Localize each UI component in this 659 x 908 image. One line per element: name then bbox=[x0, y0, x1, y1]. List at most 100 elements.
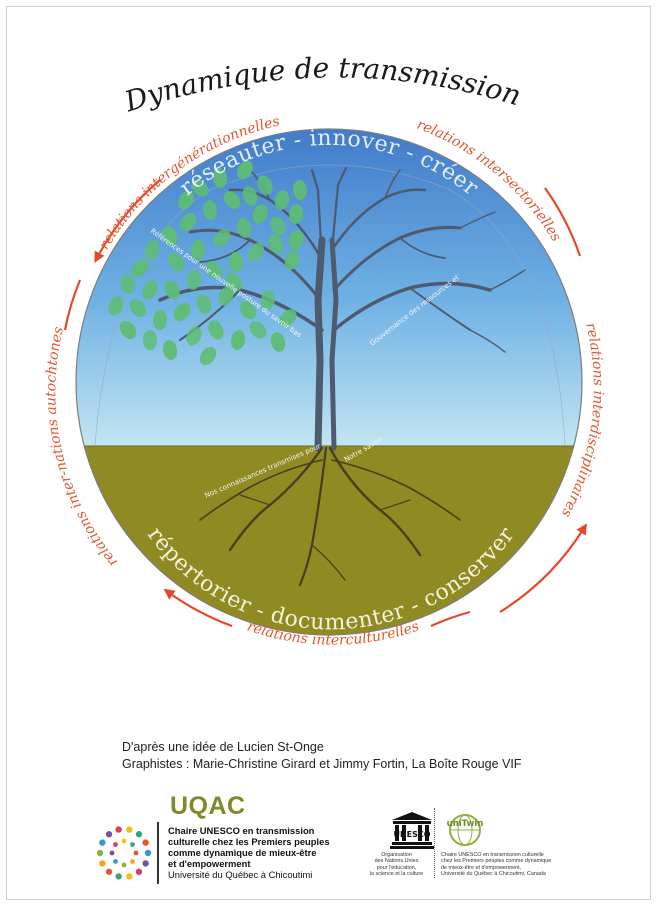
leaf bbox=[270, 216, 286, 236]
ring-arrows bbox=[63, 179, 587, 628]
leaf bbox=[268, 234, 284, 254]
leaf bbox=[205, 261, 223, 279]
leaf bbox=[212, 168, 228, 188]
page-frame bbox=[6, 6, 651, 900]
leaf bbox=[173, 303, 191, 321]
leaf bbox=[186, 270, 202, 290]
uqac-dot bbox=[109, 850, 115, 856]
leaf bbox=[186, 326, 202, 346]
leaf bbox=[247, 242, 265, 262]
unitwin-logo-icon: uniTwin bbox=[447, 814, 484, 846]
leaf bbox=[164, 280, 180, 300]
uqac-dot bbox=[133, 850, 139, 856]
leaf bbox=[202, 200, 218, 220]
leaf bbox=[167, 252, 185, 272]
ring-arrow-bottom-right bbox=[430, 610, 471, 628]
uqac-dot bbox=[135, 831, 143, 838]
uqac-dot bbox=[105, 831, 113, 838]
uqac-dot bbox=[99, 839, 106, 846]
uqac-dot bbox=[135, 868, 143, 875]
unitwin-line-1: Chaire UNESCO en transmission culturelle bbox=[441, 852, 544, 858]
uqac-dot bbox=[142, 839, 149, 846]
ring-arrow-upper-right bbox=[544, 187, 582, 257]
uqac-chair-text: Chaire UNESCO en transmission culturelle… bbox=[168, 825, 330, 880]
circle-border bbox=[75, 128, 583, 636]
unesco-line-4: la science et la culture bbox=[369, 871, 424, 878]
transmission-diagram: Références pour une nouvelle posture du … bbox=[0, 0, 606, 649]
uqac-dot bbox=[115, 873, 122, 880]
credits-line-1: D'après une idée de Lucien St-Onge bbox=[122, 740, 324, 754]
leaf bbox=[196, 294, 212, 314]
unitwin-line-2: chez les Premiers peuples comme dynamiqu… bbox=[441, 858, 552, 865]
leaf bbox=[108, 296, 124, 316]
leaf bbox=[228, 252, 244, 272]
unesco-line-1: Organisation bbox=[381, 852, 412, 858]
leaf bbox=[240, 300, 256, 320]
leaf bbox=[284, 250, 300, 270]
uqac-dot bbox=[113, 842, 118, 847]
leaf bbox=[257, 175, 273, 195]
credits: D'après une idée de Lucien St-Onge Graph… bbox=[122, 739, 521, 773]
unesco-line-3: pour l'éducation, bbox=[376, 864, 417, 871]
leaf bbox=[223, 191, 241, 209]
uqac-line-4: et d'empowerment bbox=[168, 858, 251, 869]
ring-arrow-bottom-left bbox=[163, 588, 233, 628]
uqac-wordmark: UQAC bbox=[170, 792, 246, 820]
leaf bbox=[199, 346, 217, 366]
leaf bbox=[288, 204, 304, 224]
leaf bbox=[144, 240, 160, 260]
leaf bbox=[236, 218, 252, 238]
uqac-dot bbox=[121, 862, 127, 868]
leaf bbox=[270, 332, 286, 352]
unitwin-label: Chaire UNESCO en transmission culturelle… bbox=[441, 852, 576, 878]
uqac-dot bbox=[105, 868, 113, 875]
leaf bbox=[230, 330, 246, 350]
leaf bbox=[213, 229, 231, 247]
uqac-dot bbox=[126, 826, 133, 833]
uqac-divider bbox=[157, 822, 159, 884]
unesco-divider bbox=[434, 808, 435, 878]
leaf bbox=[131, 259, 149, 277]
leaf bbox=[178, 190, 194, 210]
leaf bbox=[208, 320, 224, 340]
leaf bbox=[252, 204, 268, 224]
uqac-dots-logo-icon bbox=[96, 826, 152, 880]
uqac-dot bbox=[115, 826, 122, 833]
leaf bbox=[190, 240, 206, 260]
leaf bbox=[274, 190, 290, 210]
unitwin-wordmark: uniTwin bbox=[447, 819, 484, 829]
leaf bbox=[152, 310, 168, 330]
leaf bbox=[288, 230, 304, 250]
leaves bbox=[108, 160, 308, 366]
leaf bbox=[249, 321, 267, 339]
unitwin-line-4: Université du Québec à Chicoutimi, Canad… bbox=[441, 871, 546, 878]
unesco-line-2: des Nations Unies bbox=[374, 858, 419, 865]
leaf bbox=[143, 330, 157, 350]
unitwin-line-3: de mieux-être et d'empowerment, bbox=[441, 864, 522, 871]
leaf bbox=[162, 340, 178, 360]
leaf bbox=[242, 186, 258, 206]
uqac-dot bbox=[130, 859, 135, 864]
leaf bbox=[142, 280, 158, 300]
diagram-title: Dynamique de transmission bbox=[120, 51, 525, 118]
leaf bbox=[292, 180, 308, 200]
leaf bbox=[191, 179, 209, 197]
uqac-line-5: Université du Québec à Chicoutimi bbox=[168, 869, 313, 880]
leaf bbox=[260, 290, 276, 310]
leaf bbox=[162, 226, 178, 246]
ring-arrow-left bbox=[63, 279, 82, 331]
roots bbox=[199, 446, 461, 587]
leaf bbox=[119, 320, 137, 340]
ring-arrow-upper-left bbox=[94, 179, 161, 263]
leaf bbox=[218, 286, 234, 306]
unesco-wordmark: UNESCO bbox=[393, 830, 430, 839]
leaf bbox=[129, 298, 147, 318]
uqac-line-3: comme dynamique de mieux-être bbox=[168, 847, 317, 858]
unesco-temple-icon: UNESCO bbox=[390, 812, 434, 849]
unesco-label: Organisation des Nations Unies pour l'éd… bbox=[360, 852, 433, 878]
leaf bbox=[237, 160, 253, 180]
uqac-dot bbox=[144, 849, 152, 857]
ring-arrow-right bbox=[499, 523, 587, 613]
leaf bbox=[120, 274, 136, 294]
uqac-dot bbox=[130, 842, 135, 847]
